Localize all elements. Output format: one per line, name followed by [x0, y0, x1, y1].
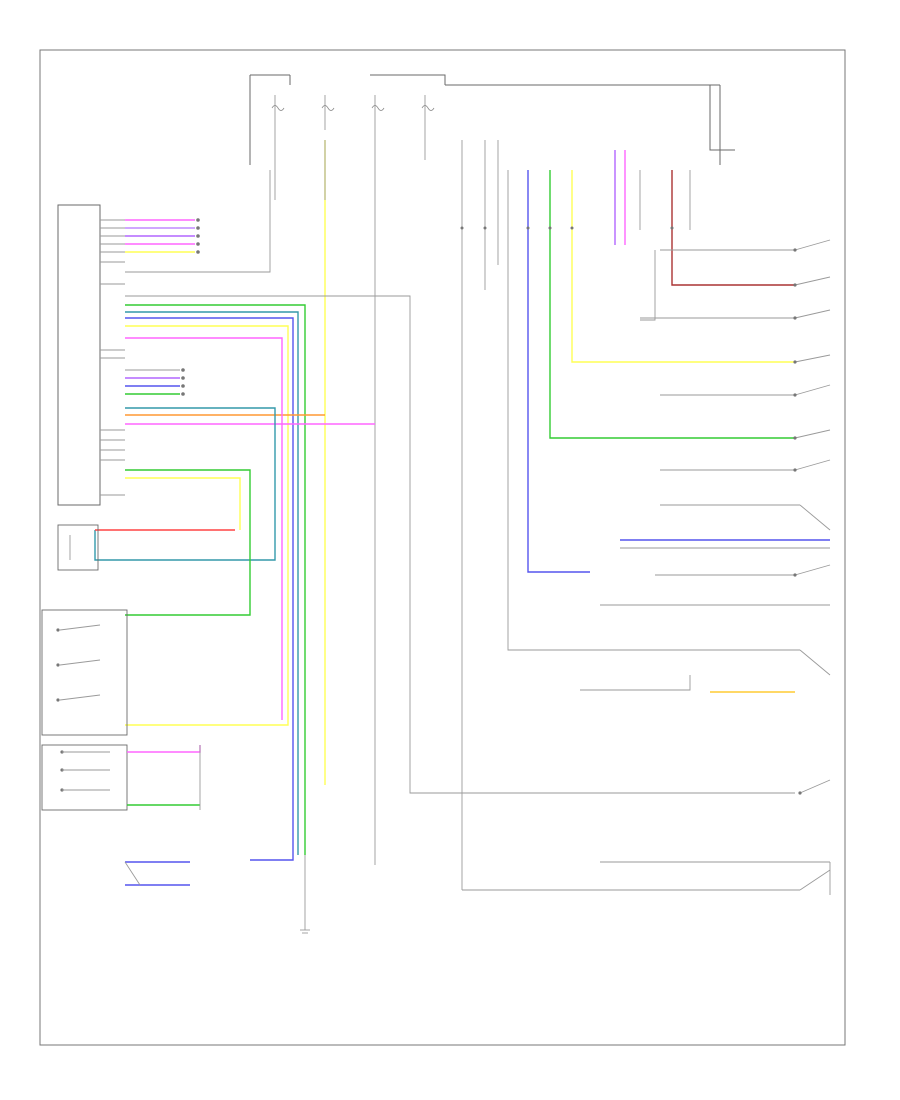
- cluster-mid-wires: [125, 295, 795, 861]
- module-connector-dots: [460, 226, 674, 230]
- cluster-small-connector: [125, 368, 185, 396]
- ground-symbol: [300, 929, 310, 934]
- fuse-2: [321, 95, 335, 130]
- park-brake-switch: [124, 861, 190, 886]
- wire-yellow-lower: [125, 477, 241, 530]
- dimmer-switch: [41, 744, 128, 811]
- fuel-level-sensor: [57, 524, 99, 571]
- headlamp-switch: [41, 609, 128, 736]
- right-switches: [580, 239, 831, 895]
- dimmer-wires: [60, 745, 201, 810]
- diagram-frame: [39, 49, 846, 1046]
- fuse-box: [249, 74, 735, 165]
- wire-green-lower: [125, 469, 251, 616]
- wire-teal-loop: [94, 407, 276, 561]
- cluster-top-wires: [125, 218, 200, 254]
- fuse-3: [371, 95, 385, 130]
- headlamp-switch-contacts: [56, 624, 101, 702]
- fuse-4: [421, 95, 435, 130]
- wire-fuse1: [125, 170, 271, 273]
- cluster-pins: [100, 219, 125, 496]
- right-module-wires: [461, 140, 800, 891]
- fuse-1: [271, 95, 285, 130]
- instrument-cluster: [57, 204, 101, 506]
